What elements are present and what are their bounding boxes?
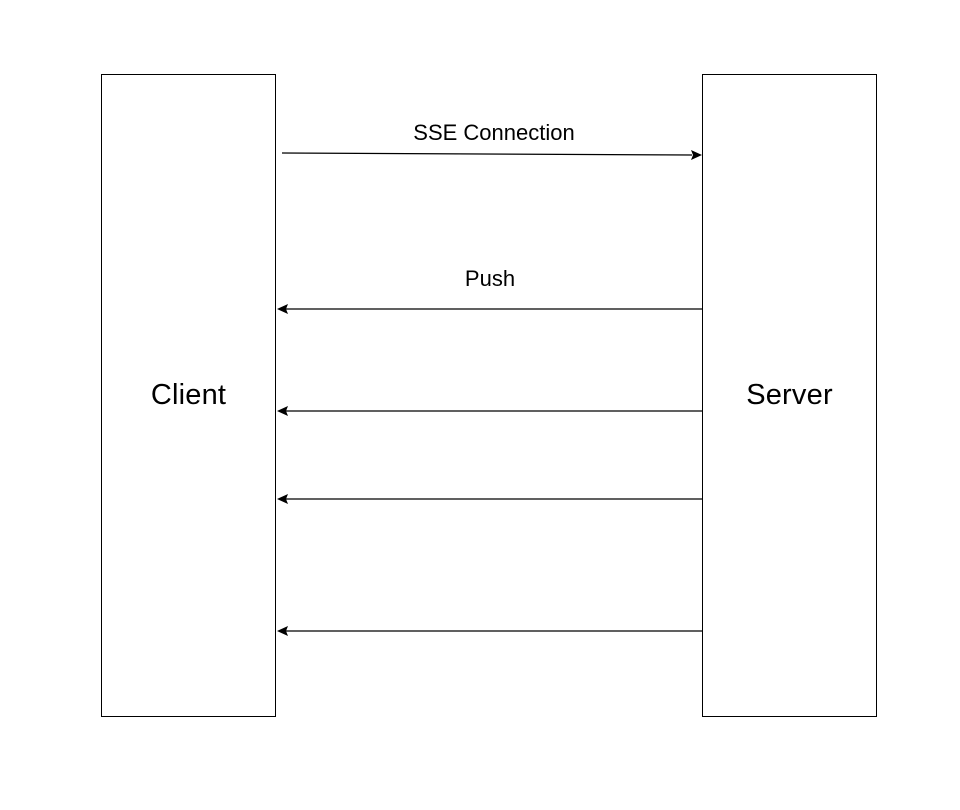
server-box: Server bbox=[702, 74, 877, 717]
sse-connection-arrow bbox=[281, 150, 702, 160]
client-label: Client bbox=[150, 379, 227, 411]
push-arrow-2 bbox=[277, 406, 702, 416]
push-label: Push bbox=[464, 266, 516, 291]
push-arrow-3 bbox=[277, 494, 702, 504]
sse-connection-label: SSE Connection bbox=[413, 120, 575, 145]
server-label: Server bbox=[746, 379, 833, 411]
client-box: Client bbox=[101, 74, 276, 717]
push-arrow-1 bbox=[277, 304, 702, 314]
push-arrow-4 bbox=[277, 626, 702, 636]
